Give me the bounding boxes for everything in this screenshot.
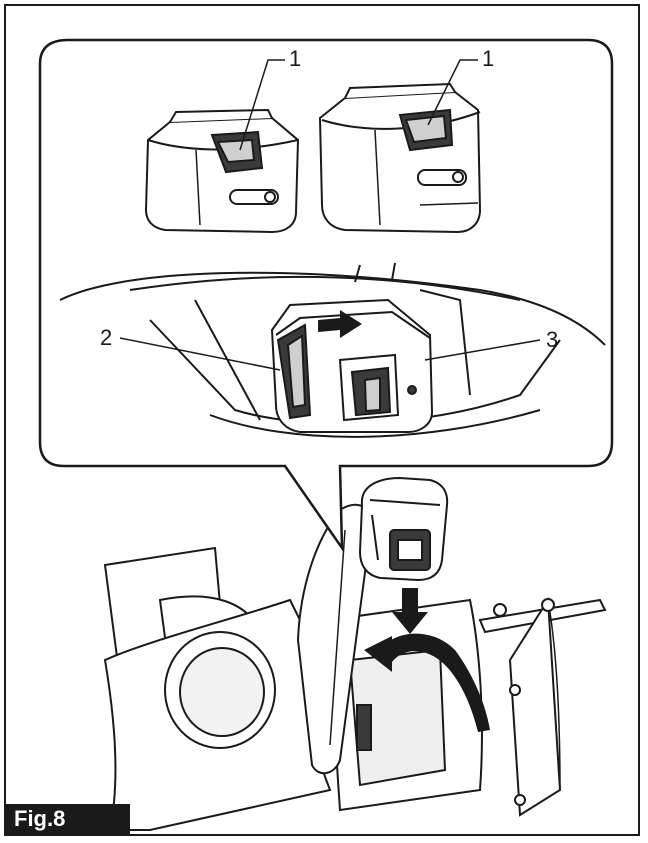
callout-1-right: 1	[482, 46, 494, 71]
arrow-down-icon	[392, 588, 428, 634]
arrow-right-icon	[318, 310, 362, 338]
battery-dropping	[358, 476, 449, 582]
figure-frame	[4, 4, 640, 836]
battery-right	[318, 82, 482, 234]
curved-arrow-icon	[364, 633, 490, 732]
leader-lines	[119, 59, 541, 371]
leader-line-1-right	[427, 59, 478, 126]
mower-housing	[103, 503, 607, 831]
callout-3: 3	[546, 327, 558, 352]
battery-left	[144, 108, 300, 234]
leader-line-3	[424, 339, 541, 361]
figure-label: Fig.8	[6, 804, 130, 834]
callout-2: 2	[100, 325, 112, 350]
callout-1-left: 1	[289, 46, 301, 71]
leader-line-1-left	[239, 59, 285, 151]
leader-line-2	[119, 337, 281, 371]
